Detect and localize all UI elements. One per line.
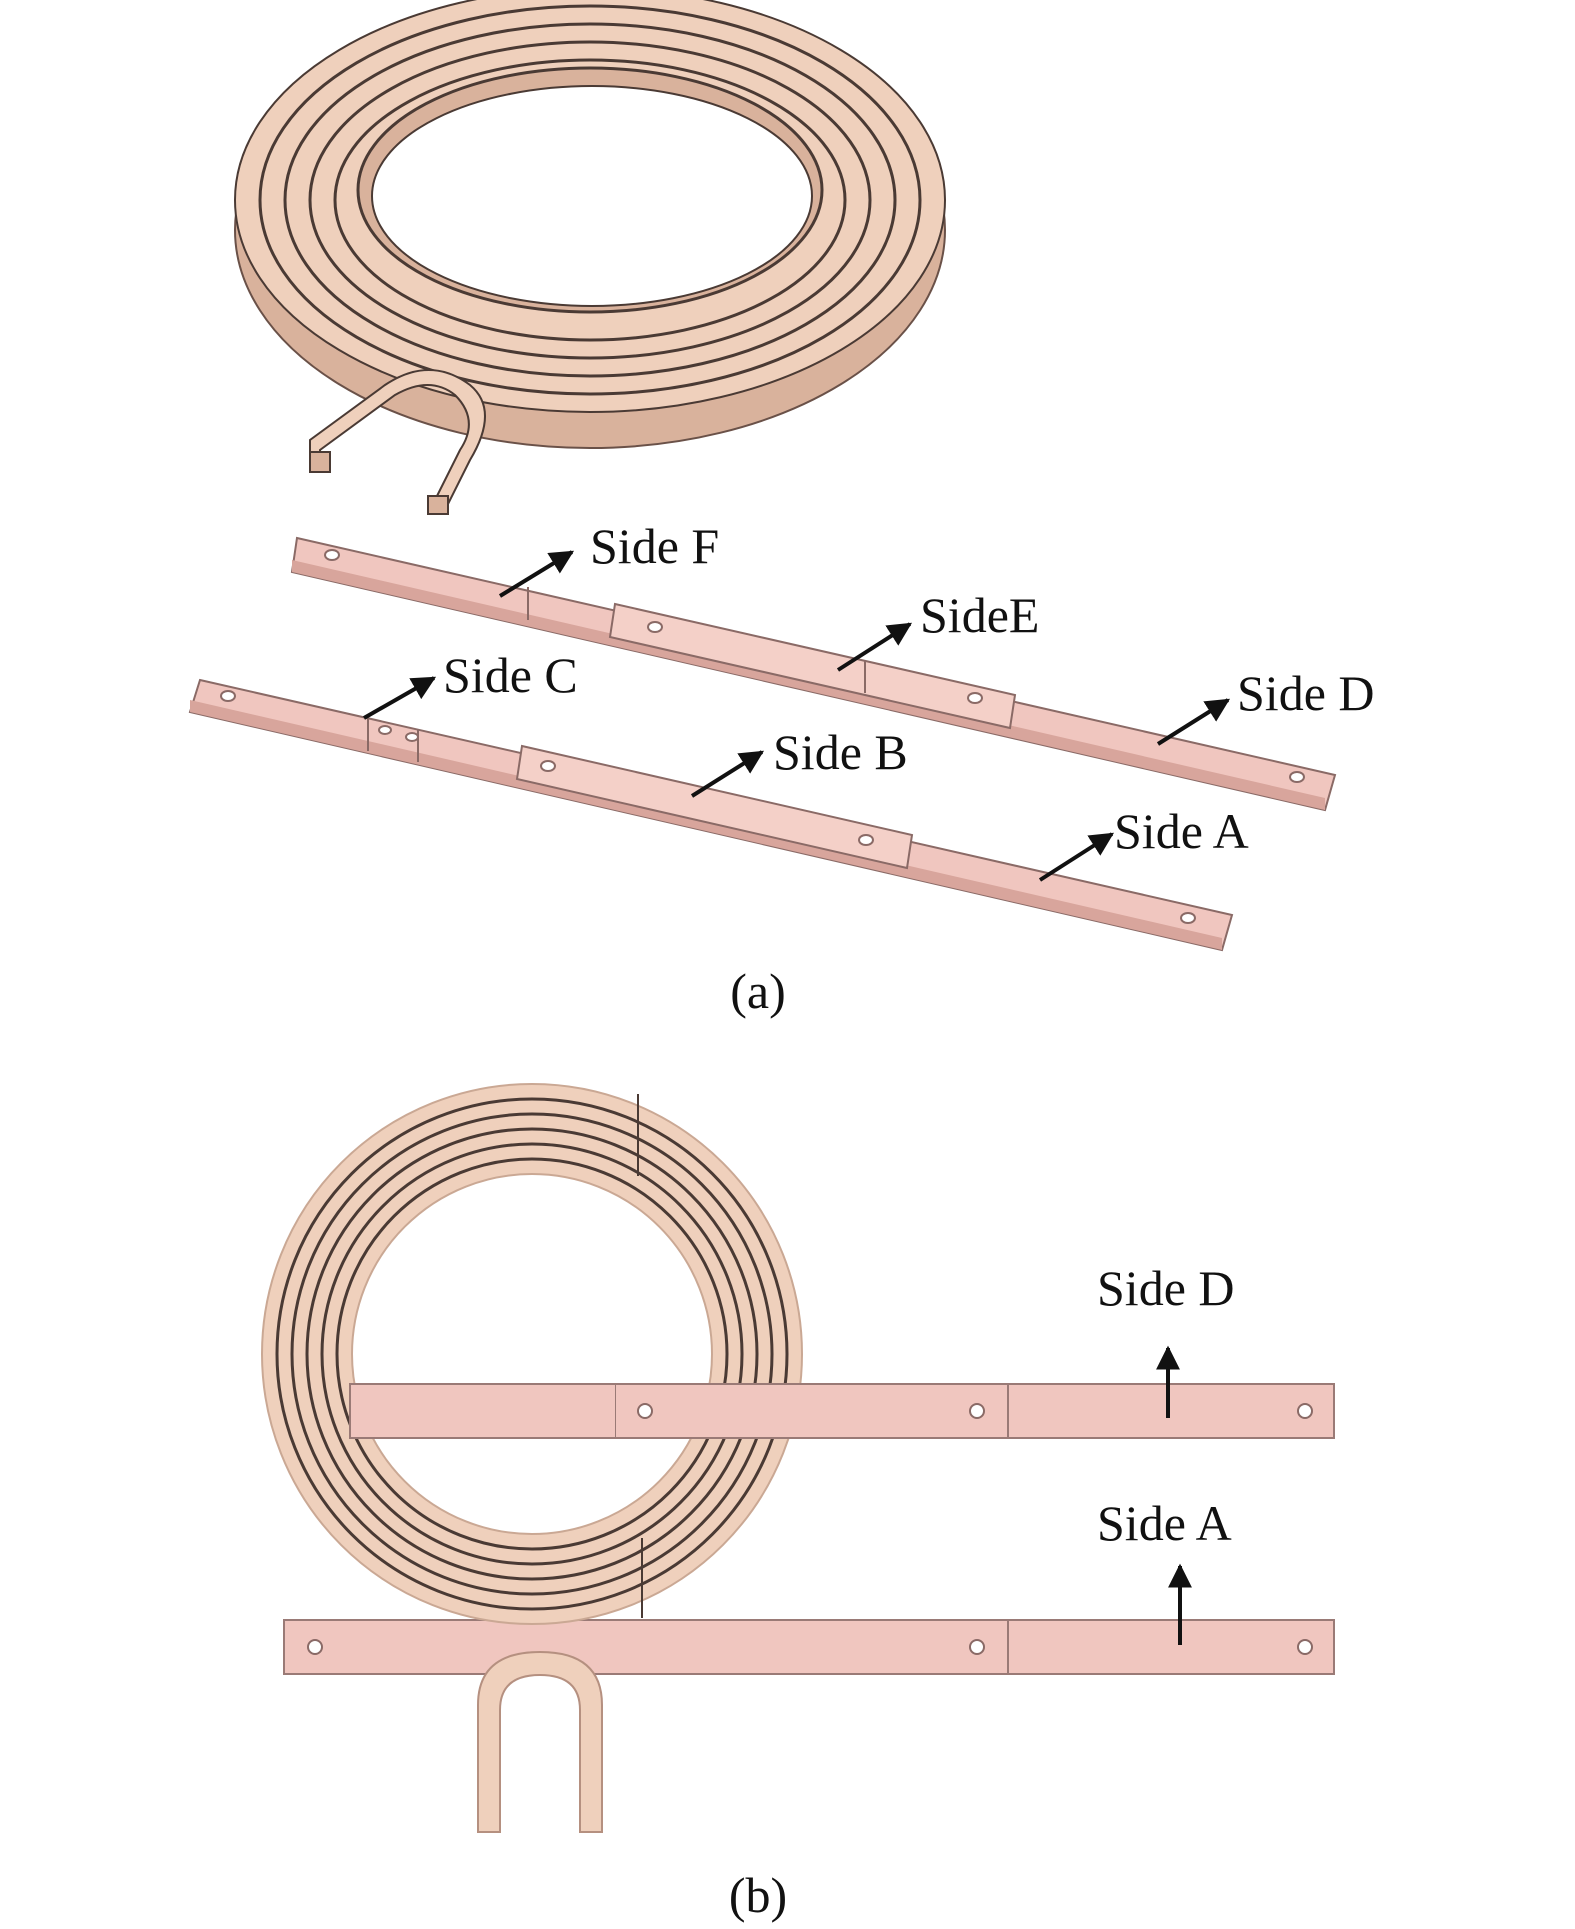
label-side-a: Side A <box>1114 803 1249 859</box>
caption-b: (b) <box>729 1867 787 1923</box>
strip-upper-3d <box>290 536 1337 812</box>
arrow-side-a <box>1038 832 1115 882</box>
arrow-side-f <box>498 550 575 598</box>
arrow-side-b <box>690 750 765 798</box>
panel-a: Side F SideE Side D Side C Side B Side A… <box>188 0 1375 1019</box>
caption-a: (a) <box>730 963 786 1019</box>
arrow-side-e <box>836 622 913 672</box>
label-side-c: Side C <box>443 647 578 703</box>
label-side-d: Side D <box>1237 665 1375 721</box>
label-side-f: Side F <box>590 518 719 574</box>
label-side-e: SideE <box>920 587 1039 643</box>
strip-lower-3d <box>188 678 1234 952</box>
arrow-side-d <box>1156 698 1231 746</box>
coil-top-view <box>261 1083 803 1833</box>
strip-side-d-top-view <box>349 1383 1335 1439</box>
arrow-side-c <box>363 676 437 720</box>
label-side-b: Side B <box>773 724 908 780</box>
coil-3d <box>234 0 946 515</box>
panel-b: Side D Side A (b) <box>261 1083 1335 1923</box>
label-side-d-b: Side D <box>1097 1260 1235 1316</box>
strip-side-a-top-view <box>283 1619 1335 1675</box>
label-side-a-b: Side A <box>1097 1495 1232 1551</box>
